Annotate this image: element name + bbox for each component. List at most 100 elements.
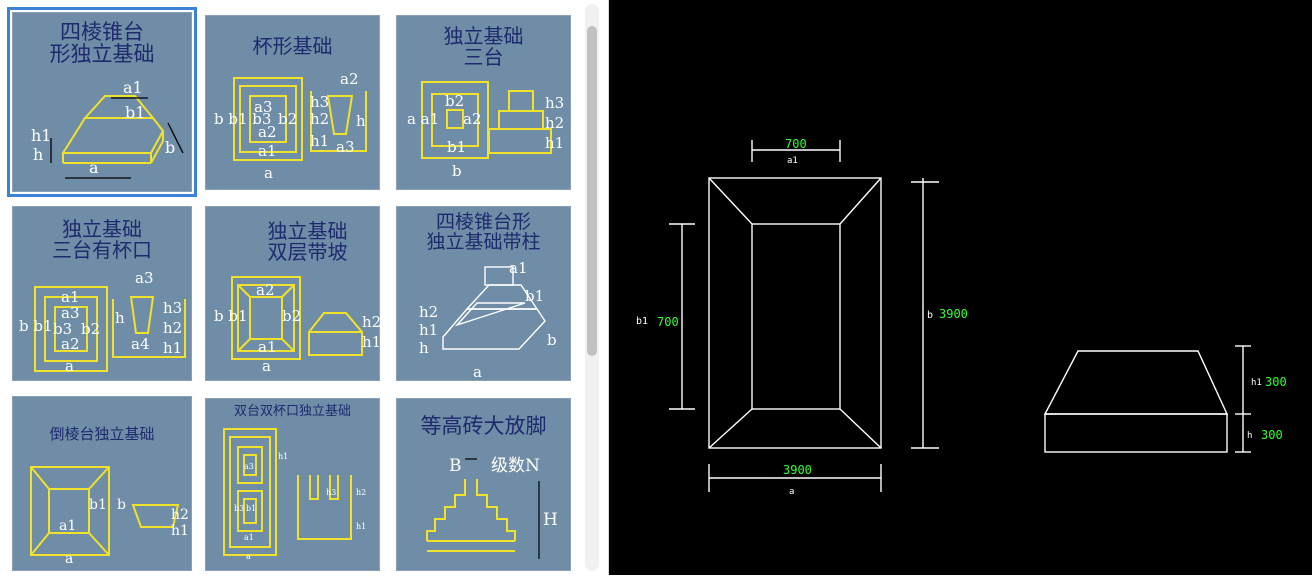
tile-label: h2 — [310, 110, 329, 128]
tile-label: b2 — [282, 307, 301, 325]
tile-label: b1 — [447, 138, 466, 156]
tile-label: b2 — [81, 320, 100, 338]
tile-label: a a1 — [407, 110, 439, 128]
tile-label: b3 — [234, 504, 244, 513]
tile-label: a1 — [59, 518, 76, 534]
tile-label: h1 — [171, 523, 189, 539]
plan-outer-rect — [708, 177, 882, 449]
tile-label: a3 — [244, 462, 254, 471]
elevation-frustum — [1043, 350, 1229, 415]
tile-label: h2 — [362, 313, 381, 331]
tile-label: b b1 — [19, 317, 53, 335]
tile-label: h2 — [163, 319, 182, 337]
dim-left-name: b1 — [636, 316, 648, 327]
template-tile-three-step[interactable]: 独立基础 三台 b2 h3 a a1 a2 h2 h1 b1 b — [396, 15, 571, 190]
tile-label: h1 — [356, 522, 366, 531]
dim-top-value: 700 — [785, 137, 807, 151]
tile-label: h2 — [419, 303, 438, 321]
tile-diagram: a3 a1 a3 h3 b b1 b3 b2 h h2 a2 a4 h1 a — [19, 269, 186, 375]
tile-label: a — [65, 551, 73, 567]
tile-label: h1 — [545, 134, 564, 152]
library-scrollbar[interactable] — [585, 4, 599, 571]
tile-label: b b1 b3 — [214, 110, 271, 128]
tile-label: b1 — [525, 287, 544, 305]
tile-label: a — [65, 357, 74, 375]
tile-title: 倒棱台独立基础 — [49, 425, 155, 443]
tile-label: 级数N — [491, 456, 540, 476]
tile-label: a1 — [61, 288, 80, 306]
elevation-base — [1044, 413, 1228, 453]
tile-title: 双台双杯口独立基础 — [233, 404, 351, 419]
template-tile-double-cup[interactable]: 双台双杯口独立基础 a3 h1 h3 h2 b3 b1 h1 a1 a — [205, 398, 380, 571]
tile-title: 等高砖大放脚 — [420, 414, 547, 438]
tile-label: H — [543, 510, 558, 530]
tile-label: h1 — [362, 333, 381, 351]
tile-label: h1 — [163, 339, 182, 357]
tile-label: a — [264, 164, 273, 182]
dim-bottom-value: 3900 — [783, 463, 812, 477]
tile-label: h1 — [310, 132, 329, 150]
template-library-panel: 四棱锥台 形独立基础 a1 b1 h1 h a b — [0, 0, 609, 575]
tile-label: h — [115, 309, 125, 327]
tile-title: 独立基础 双层带坡 — [267, 219, 348, 264]
tile-title: 四棱锥台形 独立基础带柱 — [426, 211, 541, 253]
tile-label: a1 — [258, 142, 277, 160]
tile-label: a2 — [463, 110, 482, 128]
template-tile-three-step-cup[interactable]: 独立基础 三台有杯口 a3 a1 a3 h3 b b1 b3 b2 h h2 a… — [12, 206, 192, 381]
tile-label: a3 — [254, 98, 273, 116]
tile-label: a1 — [258, 338, 277, 356]
tile-label: b — [547, 331, 557, 349]
tile-label: h3 — [545, 94, 564, 112]
tile-label: h — [419, 339, 429, 357]
template-tile-cup-foundation[interactable]: 杯形基础 a2 h3 h2 h h1 a3 a3 b b1 b3 b2 a2 a… — [205, 15, 380, 190]
tile-label: h2 — [356, 488, 366, 497]
template-tile-brick-footing[interactable]: 等高砖大放脚 B 级数N H — [396, 398, 571, 571]
dim-bottom-name: a — [789, 487, 794, 497]
tile-label: h — [33, 145, 43, 164]
tile-label: h3 — [163, 299, 182, 317]
tile-diagram: B 级数N H — [426, 456, 558, 559]
tile-label: b2 — [445, 92, 464, 110]
tile-label: a1 — [244, 533, 254, 542]
dim-h1-name: h1 — [1251, 378, 1262, 388]
template-grid: 四棱锥台 形独立基础 a1 b1 h1 h a b — [0, 0, 582, 575]
tile-label: a4 — [131, 335, 150, 353]
tile-label: a — [262, 357, 271, 375]
tile-diagram: a1 b1 h2 h1 h b a — [419, 259, 557, 381]
template-tile-inverted-frustum[interactable]: 倒棱台独立基础 b1 b h2 h1 a1 a — [12, 396, 192, 571]
dim-h-value: 300 — [1261, 428, 1283, 442]
tile-title: 独立基础 三台有杯口 — [52, 217, 152, 262]
tile-label: b1 — [125, 103, 145, 122]
dim-h1-value: 300 — [1265, 375, 1287, 389]
tile-label: a1 — [509, 259, 528, 277]
tile-label: a2 — [256, 281, 275, 299]
tile-diagram: a2 h3 h2 h h1 a3 a3 b b1 b3 b2 a2 a1 a — [214, 70, 367, 182]
tile-label: a2 — [258, 123, 277, 141]
tile-diagram: b1 b h2 h1 a1 a — [30, 466, 189, 567]
tile-label: a2 — [61, 335, 80, 353]
tile-label: a — [473, 363, 482, 381]
tile-label: a1 — [123, 78, 143, 97]
tile-title: 杯形基础 — [252, 34, 333, 58]
tile-label: a3 — [61, 304, 80, 322]
tile-label: b3 — [53, 320, 72, 338]
tile-label: a3 — [336, 138, 355, 156]
template-tile-frustum-with-column[interactable]: 四棱锥台形 独立基础带柱 a1 b1 h2 h1 h b a — [396, 206, 571, 381]
tile-label: h3 — [310, 93, 329, 111]
plan-inner-rect — [751, 223, 841, 410]
tile-label: h1 — [278, 452, 288, 461]
tile-diagram: a1 b1 h1 h a b — [31, 78, 184, 179]
template-tile-pyramid-frustum[interactable]: 四棱锥台 形独立基础 a1 b1 h1 h a b — [7, 7, 197, 197]
scrollbar-thumb[interactable] — [587, 26, 597, 356]
tile-label: a2 — [340, 70, 359, 88]
cad-preview-canvas[interactable]: 700 a1 b1 700 b 3900 3900 a h1 300 h 300 — [609, 0, 1312, 575]
tile-title: 独立基础 三台 — [443, 24, 524, 69]
foundation-drawing: 700 a1 b1 700 b 3900 3900 a h1 300 h 300 — [636, 137, 1287, 497]
tile-diagram: a2 b b1 b2 h2 h1 a1 a — [214, 276, 381, 375]
dim-right-value: 3900 — [939, 307, 968, 321]
tile-label: b b1 — [214, 307, 248, 325]
template-tile-two-layer-slope[interactable]: 独立基础 双层带坡 a2 b b1 b2 h2 h1 a1 a — [205, 206, 381, 381]
dim-left-value: 700 — [657, 315, 679, 329]
tile-label: a — [89, 158, 99, 177]
tile-label: h2 — [171, 507, 189, 523]
